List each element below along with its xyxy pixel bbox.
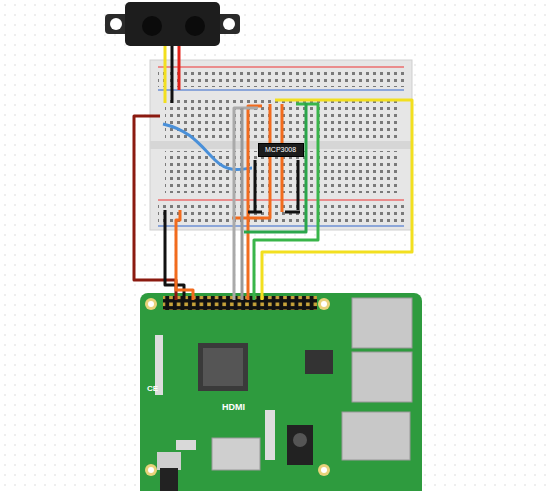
chip-label: MCP3008	[265, 146, 297, 154]
breadboard	[150, 60, 412, 230]
board-marking: CE	[147, 384, 158, 393]
raspberry-pi	[140, 293, 422, 491]
ir-sensor	[105, 2, 240, 46]
board-marking: HDMI	[222, 402, 245, 412]
wires	[134, 46, 412, 300]
ic-chip: MCP3008	[258, 143, 304, 157]
